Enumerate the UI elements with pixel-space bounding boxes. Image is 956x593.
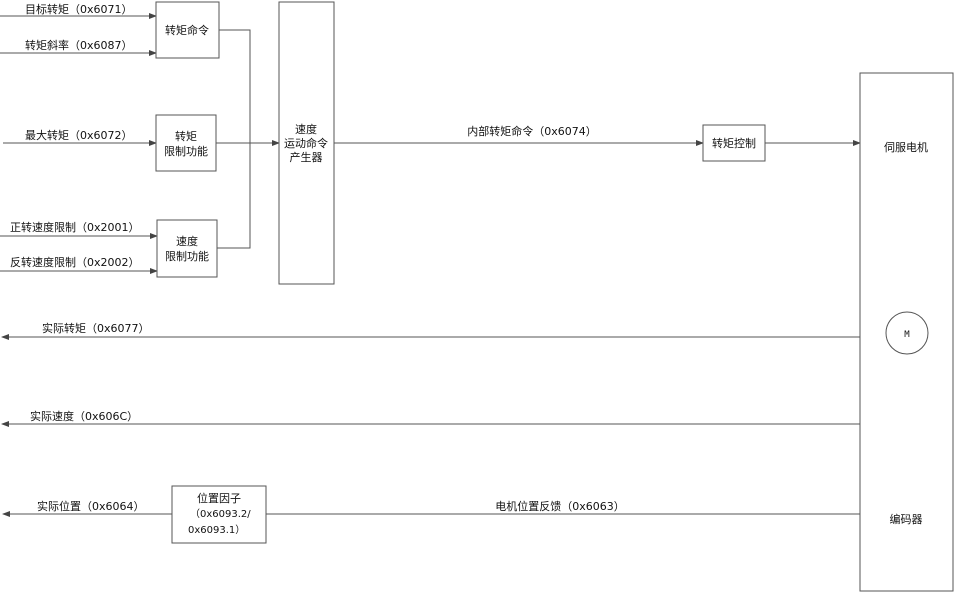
svg-text:产生器: 产生器: [290, 150, 323, 164]
generator-block: 速度 运动命令 产生器: [278, 1, 335, 285]
torque-control-block: 转矩控制: [702, 124, 766, 162]
motor-icon: [885, 311, 929, 355]
torque-command-block: 转矩命令: [155, 1, 220, 59]
output-actual-speed: 实际速度（0x606C）: [1, 409, 860, 427]
output-actual-torque: 实际转矩（0x6077）: [1, 321, 860, 340]
input-rev-speed-limit: 反转速度限制（0x2002）: [0, 255, 158, 274]
output-actual-position: 实际位置（0x6064）: [2, 499, 172, 517]
svg-text:速度: 速度: [176, 234, 198, 248]
input-max-torque: 最大转矩（0x6072）: [3, 128, 157, 146]
svg-text:转矩斜率（0x6087）: 转矩斜率（0x6087）: [25, 38, 133, 52]
svg-text:电机位置反馈（0x6063）: 电机位置反馈（0x6063）: [495, 499, 625, 513]
svg-text:限制功能: 限制功能: [164, 144, 208, 158]
svg-text:伺服电机: 伺服电机: [884, 140, 928, 154]
svg-text:限制功能: 限制功能: [165, 249, 209, 263]
motor-position-feedback: 电机位置反馈（0x6063）: [266, 499, 860, 515]
svg-text:实际转矩（0x6077）: 实际转矩（0x6077）: [42, 321, 150, 335]
svg-text:内部转矩命令（0x6074）: 内部转矩命令（0x6074）: [467, 124, 597, 138]
internal-torque-signal: 内部转矩命令（0x6074）: [334, 124, 704, 146]
merge-connector: [217, 29, 251, 249]
svg-text:正转速度限制（0x2001）: 正转速度限制（0x2001）: [10, 220, 140, 234]
svg-text:M: M: [904, 330, 910, 340]
input-target-torque: 目标转矩（0x6071）: [0, 2, 157, 19]
svg-text:转矩: 转矩: [175, 129, 197, 143]
speed-limit-block: 速度 限制功能: [156, 219, 218, 278]
svg-text:转矩命令: 转矩命令: [165, 23, 209, 37]
svg-text:最大转矩（0x6072）: 最大转矩（0x6072）: [25, 128, 133, 142]
svg-text:实际速度（0x606C）: 实际速度（0x606C）: [30, 409, 138, 423]
svg-text:运动命令: 运动命令: [284, 136, 328, 150]
svg-text:速度: 速度: [295, 122, 317, 136]
input-torque-slope: 转矩斜率（0x6087）: [0, 38, 157, 56]
position-factor-block: 位置因子 （0x6093.2/ 0x6093.1）: [171, 485, 267, 544]
svg-text:0x6093.1）: 0x6093.1）: [188, 524, 245, 536]
servo-motor-block: 伺服电机 M 编码器: [859, 72, 954, 592]
input-fwd-speed-limit: 正转速度限制（0x2001）: [0, 220, 158, 239]
svg-text:目标转矩（0x6071）: 目标转矩（0x6071）: [25, 2, 133, 16]
torque-limit-block: 转矩 限制功能: [155, 114, 217, 172]
svg-text:转矩控制: 转矩控制: [712, 136, 756, 150]
svg-text:（0x6093.2/: （0x6093.2/: [190, 508, 251, 520]
svg-text:实际位置（0x6064）: 实际位置（0x6064）: [37, 499, 145, 513]
svg-text:反转速度限制（0x2002）: 反转速度限制（0x2002）: [10, 255, 140, 269]
svg-text:编码器: 编码器: [890, 512, 923, 526]
svg-text:位置因子: 位置因子: [197, 491, 241, 505]
